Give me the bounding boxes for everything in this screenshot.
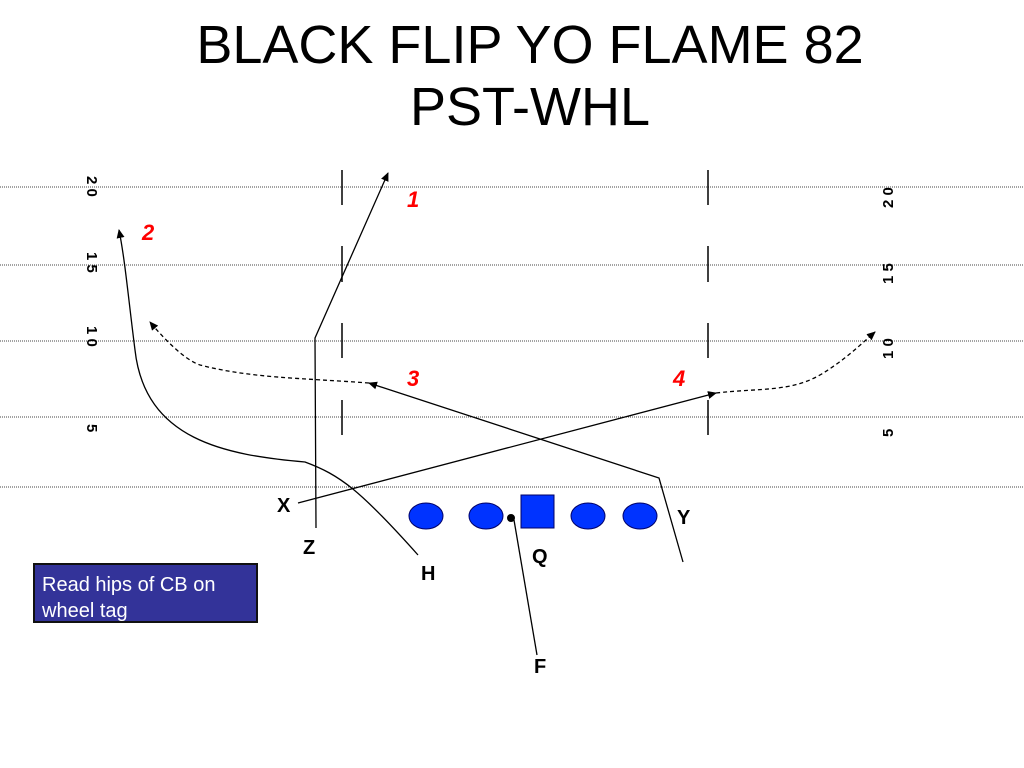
player-x-label: X	[277, 495, 291, 517]
route-number-4: 4	[672, 366, 685, 391]
yard-lines	[0, 186, 1024, 488]
yard-number-left-5: 5	[83, 424, 100, 432]
route-z-post	[314, 172, 389, 529]
player-labels: X Z H Q F Y	[277, 495, 691, 678]
yard-numbers-left: 2 0 1 5 1 0 5	[83, 176, 100, 432]
lineman-icon	[570, 502, 606, 530]
ball-icon	[507, 514, 515, 522]
yard-number-left-15: 1 5	[83, 252, 100, 273]
route-numbers: 1 2 3 4	[141, 187, 685, 391]
yard-number-left-20: 2 0	[83, 176, 100, 197]
player-z-label: Z	[303, 537, 315, 559]
yard-numbers-right: 2 0 1 5 1 0 5	[880, 187, 897, 437]
yard-number-left-10: 1 0	[83, 326, 100, 347]
route-x-tag	[715, 331, 876, 394]
yard-number-right-10: 1 0	[880, 338, 897, 359]
route-y-cross	[368, 381, 684, 563]
play-title: BLACK FLIP YO FLAME 82 PST-WHL	[0, 14, 1024, 138]
coaching-note: Read hips of CB on wheel tag	[33, 563, 258, 623]
route-number-3: 3	[407, 366, 419, 391]
route-f-path	[513, 519, 538, 656]
hash-marks	[341, 170, 709, 435]
player-y-label: Y	[677, 507, 691, 529]
route-y-tag	[149, 321, 370, 384]
player-f-label: F	[534, 656, 546, 678]
yard-number-right-20: 2 0	[880, 187, 897, 208]
routes	[116, 172, 876, 656]
center-icon	[520, 494, 555, 529]
lineman-icon	[468, 502, 504, 530]
yard-number-right-15: 1 5	[880, 263, 897, 284]
offensive-line	[408, 494, 658, 530]
route-number-2: 2	[141, 220, 155, 245]
player-q-label: Q	[532, 546, 548, 568]
play-title-line-2: PST-WHL	[409, 77, 651, 137]
lineman-icon	[622, 502, 658, 530]
play-title-line-1: BLACK FLIP YO FLAME 82	[196, 15, 864, 75]
yard-number-right-5: 5	[880, 429, 897, 437]
route-x-cross	[297, 391, 717, 504]
player-h-label: H	[421, 563, 435, 585]
route-number-1: 1	[407, 187, 419, 212]
route-h-wheel	[116, 229, 419, 556]
lineman-icon	[408, 502, 444, 530]
